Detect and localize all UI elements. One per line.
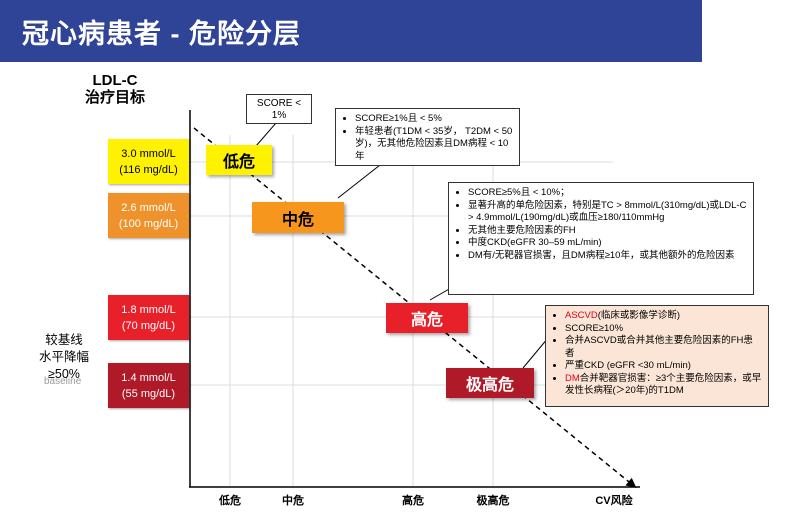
x-tick-very-high: 极高危: [476, 495, 510, 507]
high-criterion: 无其他主要危险因素的FH: [468, 225, 747, 238]
high-criterion: 显著升高的单危险因素，特别是TC > 8mmol/L(310mg/dL)或LDL…: [468, 200, 747, 225]
ldl-target-1-4: 1.4 mmol/L(55 mg/dL): [108, 363, 189, 408]
moderate-criterion: 年轻患者(T1DM < 35岁， T2DM < 50岁)，无其他危险因素且DM病…: [355, 126, 513, 164]
very-high-criterion: ASCVD(临床或影像学诊断): [565, 310, 762, 323]
high-criterion: DM有/无靶器官损害，且DM病程≥10年，或其他额外的危险因素: [468, 250, 747, 263]
ldl-target-1-8: 1.8 mmol/L(70 mg/dL): [108, 295, 189, 340]
very-high-criterion: SCORE≥10%: [565, 323, 762, 336]
ldl-label-line1: LDL-C: [92, 72, 138, 89]
baseline-reduction-note: 较基线 水平降幅 ≥50%: [38, 333, 89, 381]
high-criterion: SCORE≥5%且 < 10%；: [468, 187, 747, 200]
ldl-target-3-0: 3.0 mmol/L(116 mg/dL): [108, 139, 189, 184]
callout-moderate-risk: SCORE≥1%且 < 5% 年轻患者(T1DM < 35岁， T2DM < 5…: [335, 108, 520, 166]
x-axis-label: CV风险: [595, 495, 633, 507]
very-high-criterion: DM合并靶器官损害：≥3个主要危险因素，或早发性长病程(＞20年)的T1DM: [565, 373, 762, 398]
callout-very-high-risk: ASCVD(临床或影像学诊断) SCORE≥10% 合并ASCVD或合并其他主要…: [545, 305, 769, 407]
ldl-label-line2: 治疗目标: [84, 89, 145, 106]
x-tick-moderate: 中危: [282, 495, 304, 507]
risk-label-high: 高危: [386, 303, 468, 333]
very-high-criterion: 合并ASCVD或合并其他主要危险因素的FH患者: [565, 335, 762, 360]
page-title: 冠心病患者 - 危险分层: [22, 19, 301, 49]
ldl-target-label: LDL-C 治疗目标: [70, 72, 160, 106]
callout-low-risk: SCORE < 1%: [246, 94, 312, 124]
risk-label-very-high: 极高危: [446, 368, 534, 398]
risk-label-low: 低危: [206, 145, 272, 175]
x-tick-high: 高危: [402, 495, 424, 507]
high-criterion: 中度CKD(eGFR 30–59 mL/min): [468, 237, 747, 250]
very-high-criterion: 严重CKD (eGFR <30 mL/min): [565, 360, 762, 373]
title-bar: [0, 0, 702, 62]
moderate-criterion: SCORE≥1%且 < 5%: [355, 113, 513, 126]
x-tick-low: 低危: [219, 495, 241, 507]
risk-label-moderate: 中危: [252, 202, 344, 233]
baseline-ghost-text: baseline: [44, 376, 82, 387]
callout-high-risk: SCORE≥5%且 < 10%； 显著升高的单危险因素，特别是TC > 8mmo…: [448, 182, 754, 295]
ldl-target-2-6: 2.6 mmol/L(100 mg/dL): [108, 193, 189, 238]
